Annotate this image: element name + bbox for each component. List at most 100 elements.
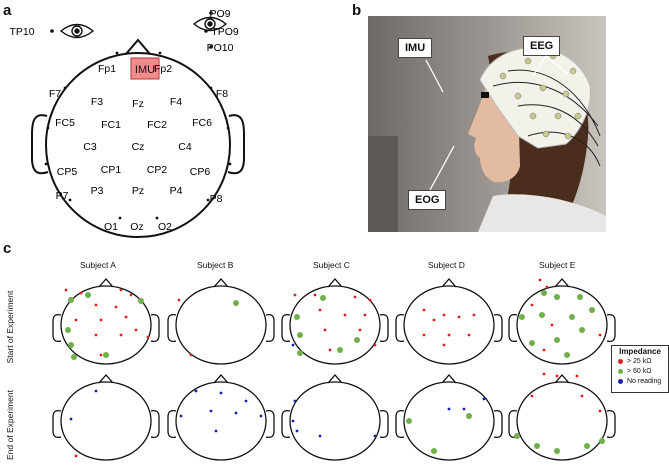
impedance-dot bbox=[119, 288, 123, 292]
electrode-fc6: FC6 bbox=[192, 117, 212, 129]
electrode-dot bbox=[209, 11, 213, 15]
electrode-p7: P7 bbox=[56, 190, 69, 202]
head-start-3 bbox=[395, 278, 503, 365]
head-end-4 bbox=[508, 374, 616, 461]
impedance-dot bbox=[431, 448, 437, 454]
impedance-dot bbox=[462, 407, 466, 411]
head-start-4 bbox=[508, 278, 616, 365]
impedance-dot bbox=[554, 448, 560, 454]
head-end-1 bbox=[167, 374, 275, 461]
impedance-dot bbox=[99, 318, 103, 322]
impedance-dot bbox=[65, 327, 71, 333]
impedance-dot bbox=[534, 443, 540, 449]
impedance-dot bbox=[318, 308, 322, 312]
impedance-dot bbox=[373, 343, 377, 347]
impedance-dot bbox=[447, 407, 451, 411]
impedance-dot bbox=[599, 438, 605, 444]
impedance-dot bbox=[373, 434, 377, 438]
impedance-dot bbox=[550, 323, 554, 327]
impedance-dot bbox=[323, 328, 327, 332]
impedance-dot bbox=[134, 328, 138, 332]
impedance-dot bbox=[564, 352, 570, 358]
impedance-dot bbox=[129, 293, 133, 297]
impedance-dot bbox=[297, 350, 303, 356]
head-end-0 bbox=[52, 374, 160, 461]
impedance-dot bbox=[519, 314, 525, 320]
impedance-dot bbox=[598, 333, 602, 337]
impedance-dot bbox=[119, 333, 123, 337]
impedance-dot bbox=[422, 333, 426, 337]
impedance-dot bbox=[447, 333, 451, 337]
impedance-dot bbox=[69, 417, 73, 421]
impedance-dot bbox=[432, 318, 436, 322]
electrode-o1: O1 bbox=[104, 221, 118, 233]
legend-item-60k: > 60 kΩ bbox=[618, 366, 668, 376]
impedance-dot bbox=[244, 399, 248, 403]
electrode-cp6: CP6 bbox=[190, 166, 211, 178]
electrode-tpo9: TPO9 bbox=[211, 26, 239, 38]
impedance-dot bbox=[219, 391, 223, 395]
impedance-dot bbox=[74, 454, 78, 458]
electrode-po10: PO10 bbox=[207, 42, 234, 54]
impedance-dot bbox=[124, 315, 128, 319]
impedance-dot bbox=[538, 278, 542, 282]
electrode-dot bbox=[204, 29, 208, 33]
eye-icon bbox=[59, 23, 95, 39]
subject-c-title: Subject C bbox=[313, 260, 350, 270]
head-outline bbox=[31, 38, 245, 238]
impedance-dot bbox=[294, 314, 300, 320]
impedance-dot bbox=[539, 312, 545, 318]
electrode-f4: F4 bbox=[170, 96, 182, 108]
impedance-dot bbox=[554, 337, 560, 343]
impedance-dot bbox=[313, 293, 317, 297]
electrode-pz: Pz bbox=[132, 185, 144, 197]
electrode-p8: P8 bbox=[210, 193, 223, 205]
impedance-dot bbox=[545, 285, 549, 289]
impedance-dot bbox=[214, 429, 218, 433]
impedance-dot bbox=[114, 305, 118, 309]
impedance-dot bbox=[575, 374, 579, 378]
head-start-1 bbox=[167, 278, 275, 365]
impedance-dot bbox=[291, 419, 295, 423]
electrode-tp10: TP10 bbox=[9, 26, 34, 38]
impedance-dot bbox=[79, 291, 83, 295]
electrode-f8: F8 bbox=[216, 88, 228, 100]
head-start-2 bbox=[281, 278, 389, 365]
impedance-dot bbox=[598, 409, 602, 413]
impedance-dot bbox=[99, 353, 103, 357]
impedance-dot bbox=[358, 328, 362, 332]
impedance-dot bbox=[353, 295, 357, 299]
impedance-dot bbox=[68, 297, 74, 303]
impedance-dot bbox=[442, 313, 446, 317]
electrode-c4: C4 bbox=[178, 141, 192, 153]
impedance-dot bbox=[291, 343, 295, 347]
electrode-c3: C3 bbox=[83, 141, 97, 153]
impedance-dot bbox=[343, 313, 347, 317]
impedance-dot bbox=[530, 303, 534, 307]
imu-tag: IMU bbox=[398, 38, 433, 58]
electrode-oz: Oz bbox=[130, 221, 143, 233]
impedance-dot bbox=[542, 348, 546, 352]
head-end-3 bbox=[395, 374, 503, 461]
impedance-dot bbox=[555, 374, 559, 378]
impedance-dot bbox=[457, 315, 461, 319]
impedance-dot bbox=[64, 288, 68, 292]
impedance-dot bbox=[94, 333, 98, 337]
impedance-dot bbox=[68, 342, 74, 348]
electrode-o2: O2 bbox=[158, 221, 172, 233]
electrode-cz: Cz bbox=[132, 141, 145, 153]
electrode-fz: Fz bbox=[132, 98, 144, 110]
electrode-dot bbox=[209, 45, 213, 49]
electrode-p4: P4 bbox=[170, 185, 183, 197]
impedance-dot bbox=[71, 354, 77, 360]
electrode-fc2: FC2 bbox=[147, 119, 167, 131]
electrode-cp5: CP5 bbox=[57, 166, 78, 178]
impedance-legend: Impedance > 25 kΩ > 60 kΩ No reading bbox=[611, 345, 669, 393]
panel-b-label: b bbox=[352, 2, 362, 19]
impedance-dot bbox=[320, 295, 326, 301]
impedance-dot bbox=[94, 303, 98, 307]
eog-tag: EOG bbox=[408, 190, 447, 210]
subject-e-title: Subject E bbox=[539, 260, 576, 270]
impedance-dot bbox=[234, 411, 238, 415]
impedance-dot bbox=[529, 340, 535, 346]
